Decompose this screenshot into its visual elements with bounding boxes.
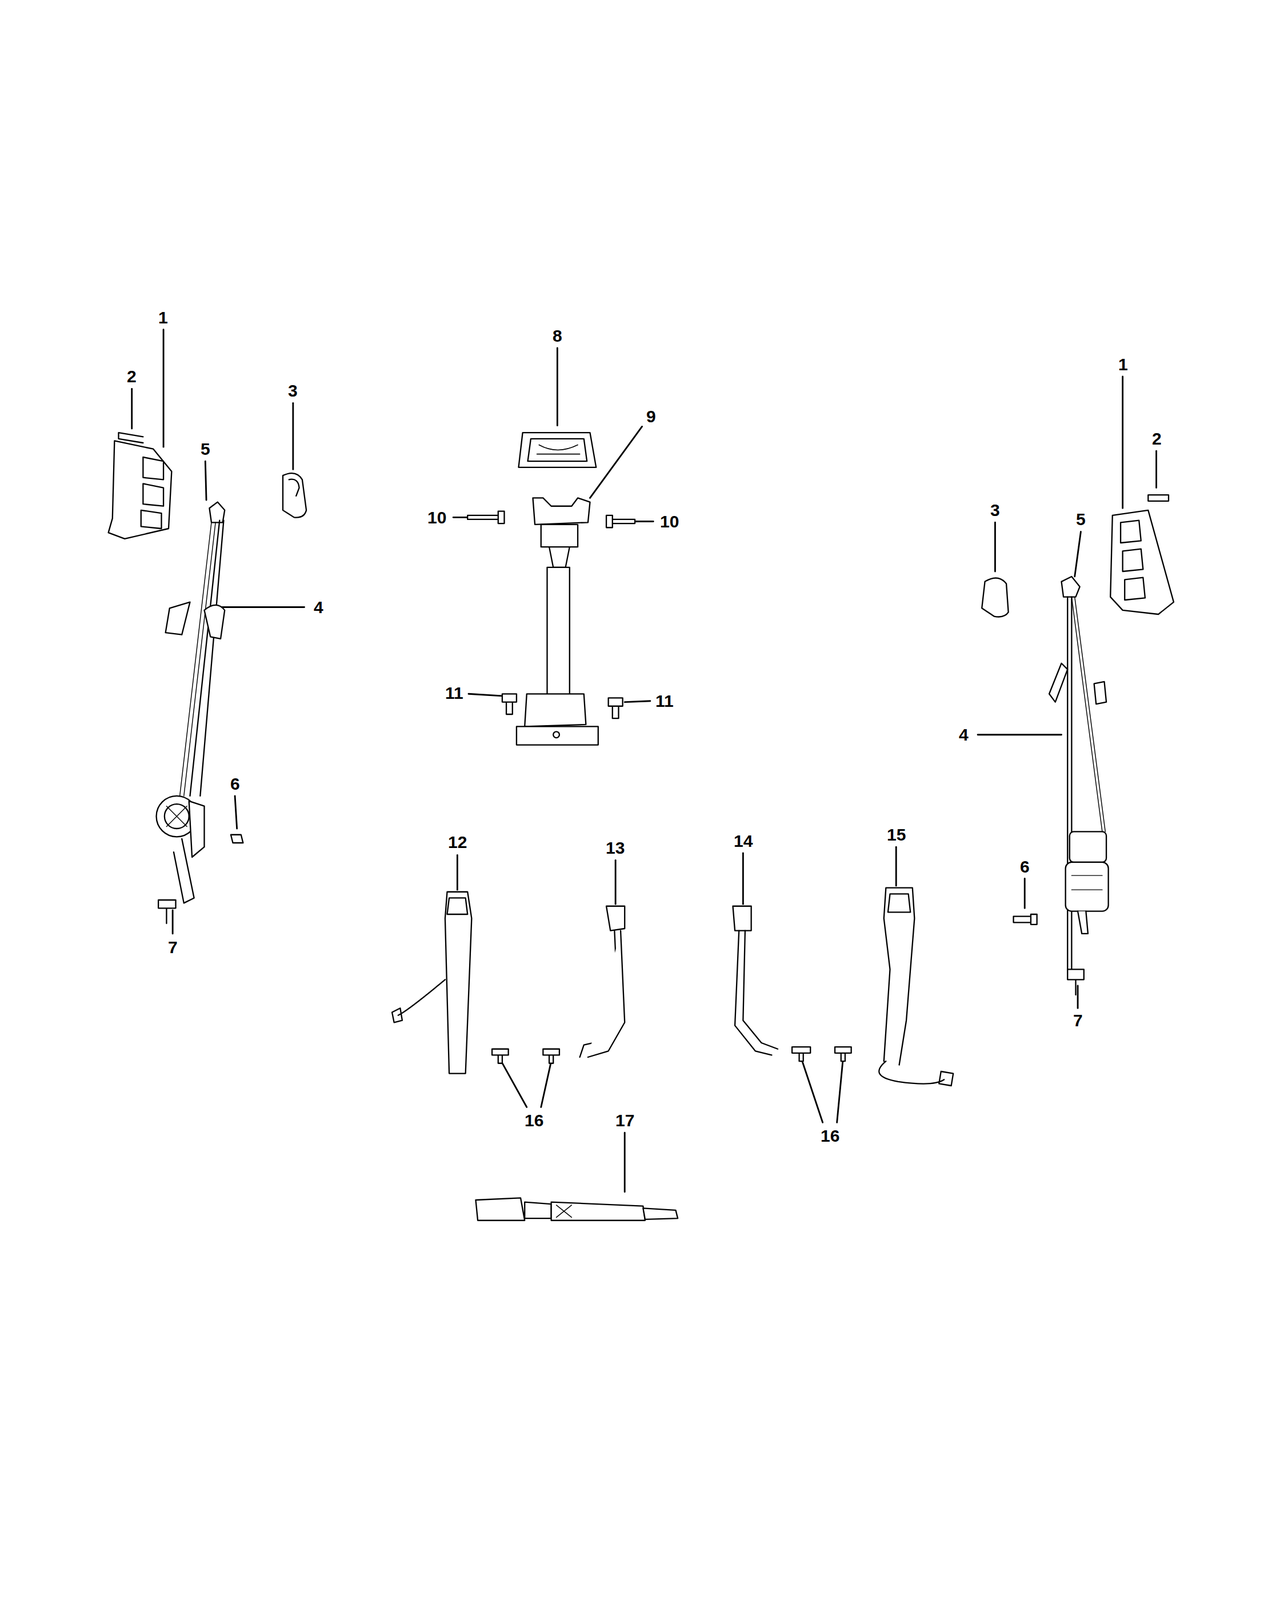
callout-number: 9 [646,408,656,426]
callout-number: 16 [820,1127,840,1145]
callout-number: 15 [886,826,906,844]
callout-number: 16 [524,1112,544,1130]
callout-number: 5 [200,440,211,458]
callout-number: 14 [733,832,753,850]
leader-lines [132,329,1157,1192]
callout-number: 11 [655,692,674,710]
center-seat-belt-assembly [467,432,635,745]
callout-number: 6 [1020,858,1030,876]
buckle-assemblies [392,888,954,1221]
callout-number: 11 [445,684,464,702]
callout-number: 3 [288,382,298,400]
callout-number: 10 [427,509,447,527]
callout-number: 3 [990,501,1000,519]
callout-number: 4 [958,726,969,744]
callout-number: 2 [1152,430,1162,448]
callout-number: 10 [660,513,679,531]
callout-number: 7 [168,938,178,956]
callout-number: 2 [126,368,137,386]
callout-number: 7 [1073,1012,1083,1030]
callout-number: 8 [552,327,563,345]
callout-number: 13 [605,839,625,857]
callout-number: 1 [158,309,168,327]
callout-number: 12 [448,833,467,851]
right-seat-belt-assembly [981,494,1174,995]
callout-number: 1 [1118,356,1128,374]
callout-number: 4 [313,598,324,616]
callout-number: 6 [230,775,240,793]
callout-number: 5 [1076,510,1086,528]
left-seat-belt-assembly [108,432,307,924]
callout-number: 17 [615,1112,635,1130]
